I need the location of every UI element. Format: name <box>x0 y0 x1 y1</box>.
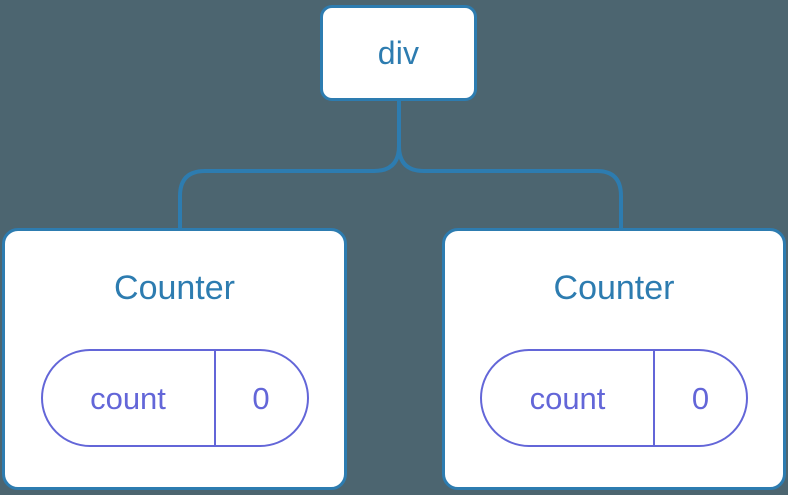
connector-left-branch <box>178 98 401 232</box>
state-key-label-1: count <box>529 380 606 416</box>
state-pill-counter-1[interactable]: count 0 <box>480 349 748 447</box>
node-counter-1[interactable]: Counter count 0 <box>442 228 786 490</box>
node-div-label: div <box>377 35 420 71</box>
state-pill-counter-0[interactable]: count 0 <box>40 349 309 447</box>
state-key-cell-0: count <box>43 351 216 445</box>
state-value-cell-0: 0 <box>216 351 307 445</box>
node-counter-0-label: Counter <box>114 269 235 307</box>
node-div[interactable]: div <box>320 5 477 101</box>
state-value-label-0: 0 <box>252 380 270 416</box>
state-value-cell-1: 0 <box>655 351 746 445</box>
state-value-label-1: 0 <box>691 380 710 416</box>
state-key-label-0: count <box>90 380 166 416</box>
state-key-cell-1: count <box>482 351 655 445</box>
node-counter-1-label: Counter <box>553 269 675 307</box>
connector-right-branch <box>397 98 623 232</box>
node-counter-0[interactable]: Counter count 0 <box>2 228 347 490</box>
